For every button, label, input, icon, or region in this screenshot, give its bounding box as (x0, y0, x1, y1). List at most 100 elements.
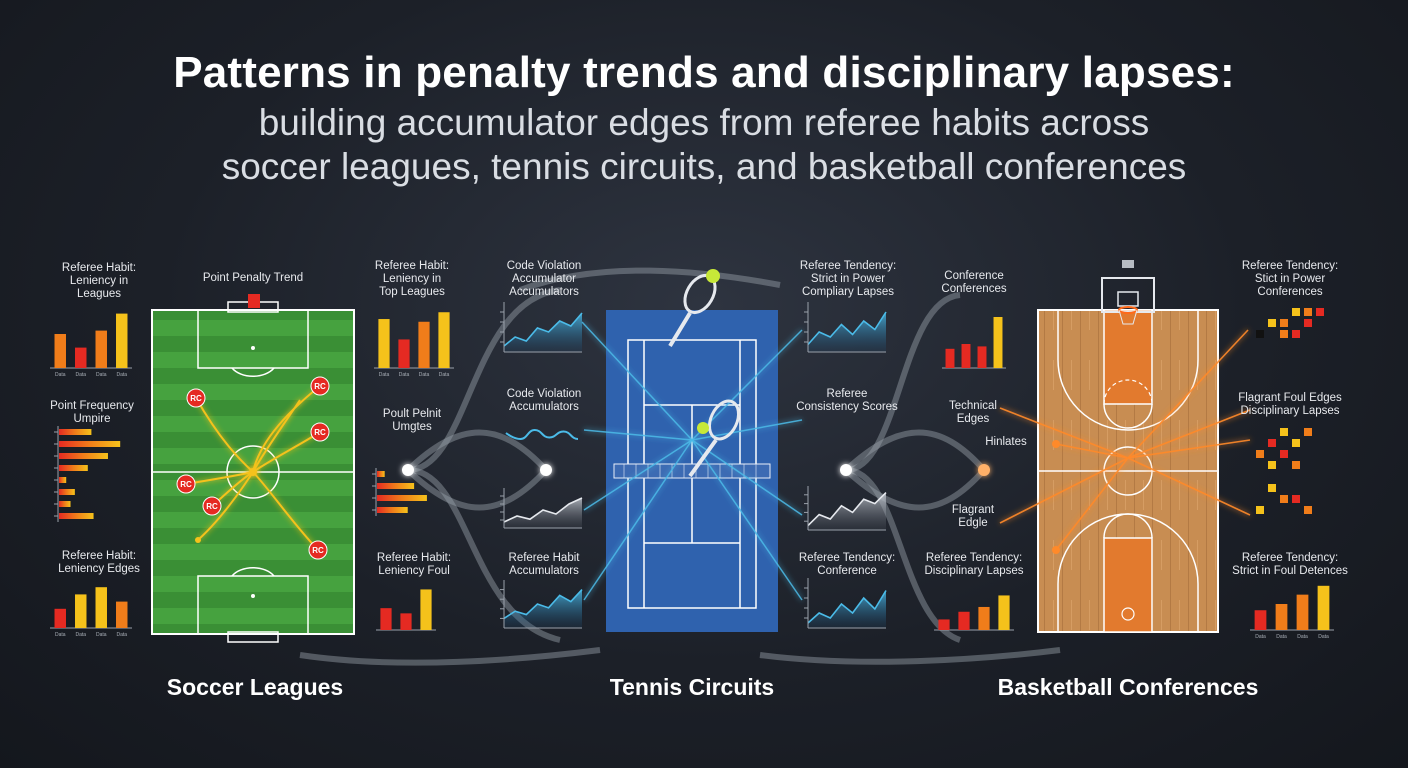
node-soccer (402, 464, 414, 476)
chart-bar (75, 594, 87, 628)
chart-bar (116, 313, 128, 368)
label-soccer-bottom-left: Referee Habit: Leniency Edges (58, 550, 140, 575)
label-basket-mid-left-2: Hinlates (985, 436, 1027, 448)
connector-tennis-basket (845, 292, 961, 473)
heat-block (1280, 428, 1288, 436)
chart-bar (1317, 585, 1330, 630)
label-basket-mid-left: Technical Edges (949, 400, 997, 425)
mini-hbar-chart (372, 468, 427, 516)
mini-area-chart (500, 488, 583, 529)
chart-area (808, 312, 886, 352)
chart-bar (377, 471, 385, 477)
chart-bar (1275, 604, 1288, 630)
chart-area (504, 313, 582, 352)
chart-series-line (807, 311, 887, 346)
red-card-icon: RC (310, 422, 330, 442)
page-title: Patterns in penalty trends and disciplin… (173, 48, 1235, 97)
heat-block-cluster (1256, 428, 1312, 469)
red-card-markers: RC RC RC RC RC RC (176, 376, 330, 560)
heat-block (1292, 495, 1300, 503)
heat-block-charts (1256, 308, 1324, 514)
label-basket-top-right: Referee Tendency: Stict in Power Confere… (1241, 260, 1339, 298)
red-card-icon: RC (176, 474, 196, 494)
label-soccer-pitch: Point Penalty Trend (202, 272, 304, 284)
label-basket-bottom-left-2: Flagrant Edgle (951, 504, 995, 529)
chart-bar (377, 483, 415, 489)
label-tennis-top-right: Referee Tendency: Strict in Power Compli… (799, 260, 897, 298)
chart-bar (1296, 594, 1309, 630)
heat-block (1268, 484, 1276, 492)
connector-soccer-tennis (405, 429, 549, 473)
chart-area (504, 589, 582, 628)
chart-bar (993, 317, 1003, 368)
heat-block (1316, 308, 1324, 316)
heat-block (1256, 450, 1264, 458)
chart-bar (998, 595, 1010, 630)
heat-block (1292, 439, 1300, 447)
heat-block (1304, 428, 1312, 436)
chart-bar (59, 441, 121, 447)
label-basket-mid-right: Flagrant Foul Edges Disciplinary Lapses (1238, 392, 1342, 417)
page-subtitle-line1: building accumulator edges from referee … (258, 102, 1150, 143)
section-label-basketball: Basketball Conferences (997, 674, 1259, 700)
chart-bar (59, 489, 75, 495)
svg-text:RC: RC (206, 502, 218, 511)
label-soccer-mid-right: Poult Pelnit Umgtes (382, 408, 442, 433)
chart-tick-label: Data (75, 372, 86, 378)
label-soccer-top-left: Referee Habit: Leniency in Leagues (61, 262, 137, 300)
heat-block (1280, 330, 1288, 338)
connector-soccer-tennis (407, 287, 561, 473)
node-tennis-right (840, 464, 852, 476)
connector-tennis-basket (843, 467, 987, 511)
chart-tick-label: Data (55, 632, 66, 638)
tennis-ball-icon (706, 269, 720, 283)
flow-connectors (299, 267, 1061, 666)
mini-area-chart (500, 580, 583, 629)
flow-nodes (402, 464, 990, 476)
chart-bar (938, 619, 950, 630)
chart-bar (59, 513, 94, 519)
chart-tick-label: Data (419, 372, 430, 378)
chart-bar (59, 453, 108, 459)
chart-tick-label: Data (1255, 634, 1266, 640)
heat-block (1256, 506, 1264, 514)
chart-area (504, 498, 582, 528)
chart-bar (54, 608, 66, 628)
chart-bar (95, 587, 107, 628)
label-soccer-top-right: Referee Habit: Leniency in Top Leagues (374, 260, 450, 298)
mini-bar-chart (934, 595, 1014, 631)
label-soccer-mid-left: Point Frequency Umpire (50, 400, 134, 425)
heat-block (1304, 506, 1312, 514)
chart-bar (95, 330, 107, 368)
chart-tick-label: Data (75, 632, 86, 638)
connector-top-arc (518, 267, 781, 293)
mini-area-chart (804, 486, 887, 531)
label-basket-bottom-right: Referee Tendency: Strict in Foul Detence… (1232, 552, 1348, 577)
chart-bar (420, 589, 432, 630)
chart-bar (978, 606, 990, 630)
tennis-rays (581, 321, 803, 601)
chart-bar (377, 507, 408, 513)
chart-bar (377, 495, 427, 501)
mini-area-chart (804, 578, 887, 629)
heat-block (1292, 461, 1300, 469)
chart-bar (380, 608, 392, 630)
mini-bar-chart (376, 589, 436, 631)
red-card-icon (248, 294, 260, 308)
chart-bar (398, 339, 410, 368)
chart-bar (116, 601, 128, 628)
chart-tick-label: Data (96, 372, 107, 378)
red-card-icon: RC (202, 496, 222, 516)
chart-bar (59, 465, 88, 471)
heat-block-cluster (1256, 308, 1324, 338)
tennis-ball-icon (697, 422, 709, 434)
chart-area (808, 492, 886, 530)
red-card-icon: RC (310, 376, 330, 396)
chart-bar (961, 344, 971, 368)
heat-block (1304, 319, 1312, 327)
chart-tick-label: Data (55, 372, 66, 378)
